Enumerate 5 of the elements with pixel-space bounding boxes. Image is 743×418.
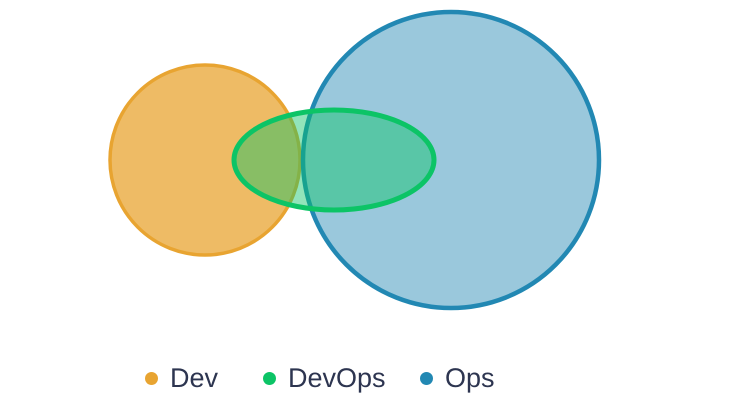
legend-label: Ops bbox=[445, 362, 495, 394]
venn-ellipse bbox=[232, 108, 436, 212]
legend-label: DevOps bbox=[288, 362, 386, 394]
venn-circle bbox=[108, 63, 302, 257]
legend-label: Dev bbox=[170, 362, 218, 394]
